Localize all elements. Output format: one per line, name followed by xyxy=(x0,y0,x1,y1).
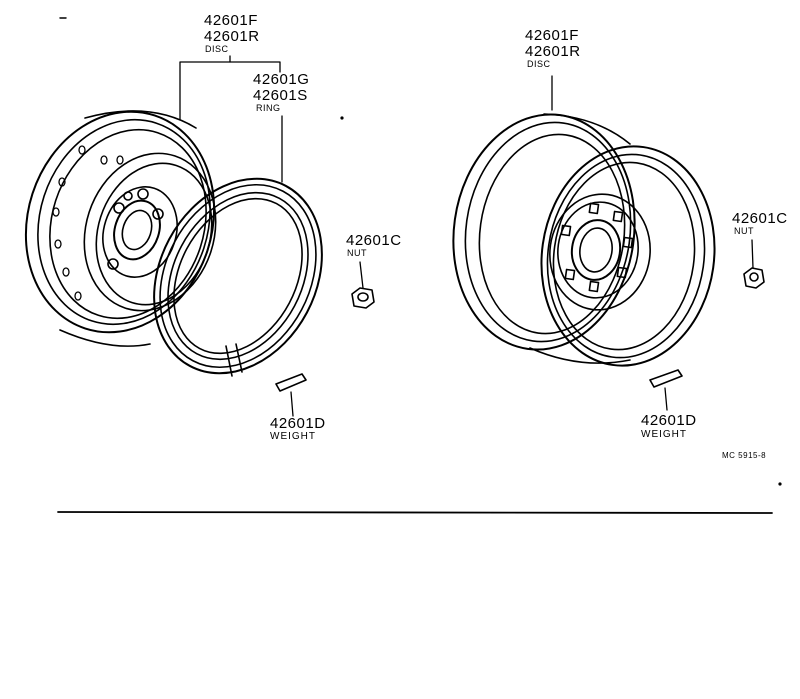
left-ring-name: RING xyxy=(256,103,281,113)
vent-holes xyxy=(53,146,123,300)
right-nut-part: 42601C xyxy=(732,210,788,227)
left-nut-shape xyxy=(352,262,374,308)
left-hub xyxy=(92,177,189,287)
left-disc-part-f: 42601F xyxy=(204,12,258,29)
right-weight-shape xyxy=(650,370,682,410)
right-nut-name: NUT xyxy=(734,226,754,236)
dot-mark-2 xyxy=(779,483,781,485)
left-ring-part-s: 42601S xyxy=(253,87,308,104)
left-disc-part-r: 42601R xyxy=(204,28,260,45)
left-ring-part-g: 42601G xyxy=(253,71,310,88)
left-nut-part: 42601C xyxy=(346,232,402,249)
right-disc-part-r: 42601R xyxy=(525,43,581,60)
dot-mark xyxy=(341,117,343,119)
right-nut-shape xyxy=(744,240,764,288)
left-weight-part: 42601D xyxy=(270,415,326,432)
right-disc-part-f: 42601F xyxy=(525,27,579,44)
left-disc-wheel xyxy=(0,87,242,357)
right-weight-name: WEIGHT xyxy=(641,429,687,440)
left-split-ring xyxy=(121,149,355,402)
right-disc-name: DISC xyxy=(527,59,551,69)
right-hub xyxy=(542,188,657,317)
left-nut-name: NUT xyxy=(347,248,367,258)
bottom-divider xyxy=(58,512,772,513)
figure-code: MC 5915-8 xyxy=(722,451,767,460)
left-disc-leader xyxy=(180,56,282,182)
right-weight-part: 42601D xyxy=(641,412,697,429)
left-weight-name: WEIGHT xyxy=(270,431,316,442)
left-weight-shape xyxy=(276,374,306,416)
left-disc-name: DISC xyxy=(205,44,229,54)
right-disc-wheel xyxy=(438,103,728,377)
